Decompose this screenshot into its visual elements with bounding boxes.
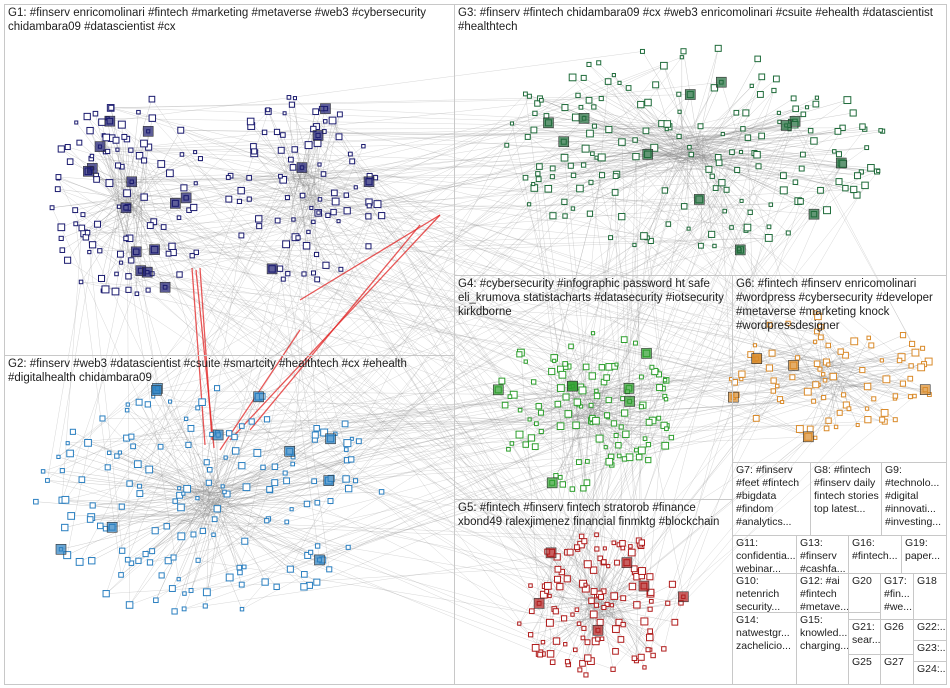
group-label-g5: G5: #fintech #finserv fintech stratorob … <box>458 501 730 529</box>
group-panel-g23: G23:... <box>913 640 947 662</box>
group-label-g22: G22:... <box>917 621 944 634</box>
group-panel-g6: G6: #fintech #finserv enricomolinari #wo… <box>732 275 947 463</box>
group-panel-g3: G3: #finserv #fintech chidambara09 #cx #… <box>454 4 947 276</box>
group-panel-g21: G21: sear... <box>848 619 881 655</box>
group-label-g8: G8: #fintech #finserv daily fintech stor… <box>814 464 879 516</box>
group-label-g4: G4: #cybersecurity #infographic password… <box>458 277 730 319</box>
group-panel-g8: G8: #fintech #finserv daily fintech stor… <box>810 462 882 536</box>
group-label-g7: G7: #finserv #feet #fintech #bigdata #fi… <box>736 464 808 529</box>
group-panel-g12: G12: #ai #fintech #metave... <box>796 573 849 613</box>
group-label-g21: G21: sear... <box>852 621 878 647</box>
group-panel-g17: G17: #fin... #we... <box>880 573 914 620</box>
group-label-g24: G24:... <box>917 663 944 676</box>
group-panel-g20: G20 <box>848 573 881 613</box>
group-label-g25: G25 <box>852 656 878 669</box>
group-label-g19: G19: paper... <box>905 537 944 563</box>
group-panel-g11: G11: confidentia... webinar... <box>732 535 797 574</box>
group-panel-g9: G9: #technolo... #digital #innovati... #… <box>881 462 947 536</box>
group-panel-g26: G26 <box>880 619 914 655</box>
group-panel-g4: G4: #cybersecurity #infographic password… <box>454 275 733 500</box>
group-label-g9: G9: #technolo... #digital #innovati... #… <box>885 464 944 529</box>
group-label-g12: G12: #ai #fintech #metave... <box>800 575 846 613</box>
group-panel-g7: G7: #finserv #feet #fintech #bigdata #fi… <box>732 462 811 536</box>
group-label-g20: G20 <box>852 575 878 588</box>
group-label-g26: G26 <box>884 621 911 634</box>
group-panel-g27: G27 <box>880 654 914 685</box>
group-panel-g24: G24:... <box>913 661 947 685</box>
group-label-g13: G13: #finserv #cashfa... <box>800 537 846 574</box>
group-label-g18: G18 <box>917 575 944 588</box>
group-label-g2: G2: #finserv #web3 #datascientist #csuit… <box>8 357 452 385</box>
group-panel-g19: G19: paper... <box>901 535 947 574</box>
group-label-g15: G15: knowled... charging... <box>800 614 846 653</box>
group-panel-g2: G2: #finserv #web3 #datascientist #csuit… <box>4 355 455 685</box>
group-panel-g14: G14: natwestgr... zachelicio... <box>732 612 797 685</box>
group-label-g6: G6: #fintech #finserv enricomolinari #wo… <box>736 277 944 333</box>
group-label-g14: G14: natwestgr... zachelicio... <box>736 614 794 653</box>
group-label-g3: G3: #finserv #fintech chidambara09 #cx #… <box>458 6 944 34</box>
group-panel-g10: G10: netenrich security... <box>732 573 797 613</box>
group-label-g16: G16: #fintech... <box>852 537 899 563</box>
group-panel-g1: G1: #finserv enricomolinari #fintech #ma… <box>4 4 455 356</box>
group-panel-g25: G25 <box>848 654 881 685</box>
group-label-g10: G10: netenrich security... <box>736 575 794 613</box>
group-panel-g16: G16: #fintech... <box>848 535 902 574</box>
group-panel-g22: G22:... <box>913 619 947 641</box>
group-label-g27: G27 <box>884 656 911 669</box>
group-label-g1: G1: #finserv enricomolinari #fintech #ma… <box>8 6 452 34</box>
group-label-g23: G23:... <box>917 642 944 655</box>
group-label-g11: G11: confidentia... webinar... <box>736 537 794 574</box>
group-panel-g15: G15: knowled... charging... <box>796 612 849 685</box>
group-label-g17: G17: #fin... #we... <box>884 575 911 614</box>
group-panel-g5: G5: #fintech #finserv fintech stratorob … <box>454 499 733 685</box>
group-panel-g13: G13: #finserv #cashfa... <box>796 535 849 574</box>
group-panel-g18: G18 <box>913 573 947 620</box>
